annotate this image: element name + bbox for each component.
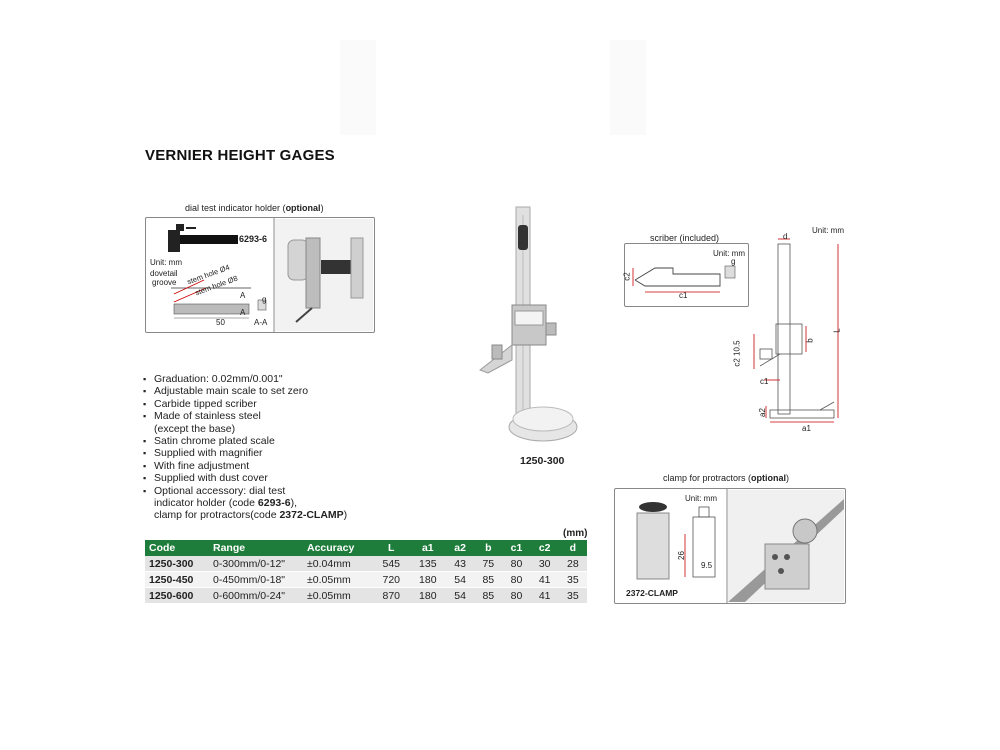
feature-item: Optional accessory: dial test xyxy=(143,485,347,498)
drawing-unit: Unit: mm xyxy=(812,226,844,235)
table-cell: ±0.05mm xyxy=(303,587,373,604)
table-cell: 35 xyxy=(558,587,587,604)
table-cell: 1250-450 xyxy=(145,571,209,588)
scriber-c1: c1 xyxy=(679,291,688,300)
table-row: 1250-600 0-600mm/0-24" ±0.05mm 870 180 5… xyxy=(145,587,587,604)
table-cell: 85 xyxy=(474,587,503,604)
scriber-unit: Unit: mm xyxy=(713,249,745,258)
table-cell: 28 xyxy=(558,556,587,572)
table-cell: 0-600mm/0-24" xyxy=(209,587,303,604)
table-cell: 41 xyxy=(530,571,559,588)
table-cell: 80 xyxy=(502,587,531,604)
holder-unit: Unit: mm xyxy=(150,258,182,267)
holder-drawing xyxy=(168,218,373,332)
table-cell: ±0.04mm xyxy=(303,556,373,572)
scriber-caption: scriber (included) xyxy=(650,233,720,243)
table-header: d xyxy=(558,540,587,556)
drawing-L: L xyxy=(832,328,842,333)
table-cell: 30 xyxy=(530,556,559,572)
feature-list: Graduation: 0.02mm/0.001" Adjustable mai… xyxy=(143,373,347,522)
scriber-drawing xyxy=(632,265,736,293)
feature-item: Made of stainless steel xyxy=(143,410,347,423)
clamp-dim-9-5: 9.5 xyxy=(701,561,713,570)
feature-item: Graduation: 0.02mm/0.001" xyxy=(143,373,347,386)
table-cell: 1250-300 xyxy=(145,556,209,572)
table-cell: 54 xyxy=(446,571,475,588)
holder-dovetail-label: dovetail xyxy=(150,269,178,278)
table-header: Accuracy xyxy=(303,540,373,556)
holder-dim-g: g xyxy=(262,295,267,304)
table-header: b xyxy=(474,540,503,556)
table-row: 1250-300 0-300mm/0-12" ±0.04mm 545 135 4… xyxy=(145,556,587,572)
feature-item: Satin chrome plated scale xyxy=(143,435,347,448)
table-cell: 545 xyxy=(373,556,410,572)
height-gage-image xyxy=(478,206,578,442)
clamp-drawing xyxy=(636,489,844,603)
table-header: Code xyxy=(145,540,209,556)
table-cell: 870 xyxy=(373,587,410,604)
feature-item: clamp for protractors(code 2372-CLAMP) xyxy=(154,509,348,522)
table-cell: 135 xyxy=(409,556,447,572)
table-cell: 720 xyxy=(373,571,410,588)
holder-figure-box: 6293-6 Unit: mm dovetail groove stem hol… xyxy=(145,217,375,333)
table-cell: 75 xyxy=(474,556,503,572)
holder-section-label: A-A xyxy=(254,318,268,327)
holder-dim-a-top: A xyxy=(240,291,246,300)
table-cell: 41 xyxy=(530,587,559,604)
table-cell: 0-300mm/0-12" xyxy=(209,556,303,572)
table-header: c1 xyxy=(502,540,531,556)
product-label: 1250-300 xyxy=(520,455,565,467)
drawing-a2: a2 xyxy=(757,408,767,417)
watermark-shape xyxy=(610,40,646,135)
clamp-dim-26: 26 xyxy=(676,551,686,560)
table-cell: 1250-600 xyxy=(145,587,209,604)
drawing-a1: a1 xyxy=(802,424,811,433)
feature-item: With fine adjustment xyxy=(143,460,347,473)
drawing-b: b xyxy=(805,338,815,343)
watermark-shape xyxy=(340,40,376,135)
feature-item: Supplied with dust cover xyxy=(143,472,347,485)
dimension-drawing xyxy=(753,238,839,423)
drawing-c2-105: c2 10.5 xyxy=(732,340,742,367)
holder-dim-50: 50 xyxy=(216,318,225,327)
table-header: a1 xyxy=(409,540,447,556)
feature-item: indicator holder (code 6293-6), xyxy=(154,497,298,510)
table-header: Range xyxy=(209,540,303,556)
table-header: c2 xyxy=(530,540,559,556)
scriber-c2: c2 xyxy=(622,272,632,281)
clamp-figure-box: Unit: mm 26 9.5 2372-CLAMP xyxy=(614,488,846,604)
table-cell: ±0.05mm xyxy=(303,571,373,588)
table-unit: (mm) xyxy=(563,528,588,539)
table-cell: 54 xyxy=(446,587,475,604)
feature-item: (except the base) xyxy=(154,422,236,435)
clamp-code: 2372-CLAMP xyxy=(626,588,678,598)
table-header-row: Code Range Accuracy L a1 a2 b c1 c2 d xyxy=(145,540,587,556)
holder-caption: dial test indicator holder (optional) xyxy=(185,203,324,213)
scriber-g: g xyxy=(731,257,736,266)
table-cell: 0-450mm/0-18" xyxy=(209,571,303,588)
table-header: a2 xyxy=(446,540,475,556)
holder-dim-a-bottom: A xyxy=(240,308,246,317)
table-cell: 180 xyxy=(409,571,447,588)
table-cell: 80 xyxy=(502,571,531,588)
holder-code: 6293-6 xyxy=(239,234,268,244)
feature-item: Adjustable main scale to set zero xyxy=(143,385,347,398)
table-cell: 85 xyxy=(474,571,503,588)
drawing-c1: c1 xyxy=(760,377,769,386)
table-cell: 35 xyxy=(558,571,587,588)
table-cell: 43 xyxy=(446,556,475,572)
table-row: 1250-450 0-450mm/0-18" ±0.05mm 720 180 5… xyxy=(145,571,587,588)
clamp-unit: Unit: mm xyxy=(685,494,717,503)
table-cell: 180 xyxy=(409,587,447,604)
page-title: VERNIER HEIGHT GAGES xyxy=(145,147,335,164)
table-cell: 80 xyxy=(502,556,531,572)
scriber-figure-box: Unit: mm c2 c1 g xyxy=(622,243,749,307)
spec-table: Code Range Accuracy L a1 a2 b c1 c2 d 12… xyxy=(145,540,587,604)
table-header: L xyxy=(373,540,410,556)
holder-groove-label: groove xyxy=(152,278,177,287)
clamp-caption: clamp for protractors (optional) xyxy=(663,473,790,483)
drawing-d: d xyxy=(783,232,788,241)
feature-item: Carbide tipped scriber xyxy=(143,398,347,411)
feature-item: Supplied with magnifier xyxy=(143,447,347,460)
